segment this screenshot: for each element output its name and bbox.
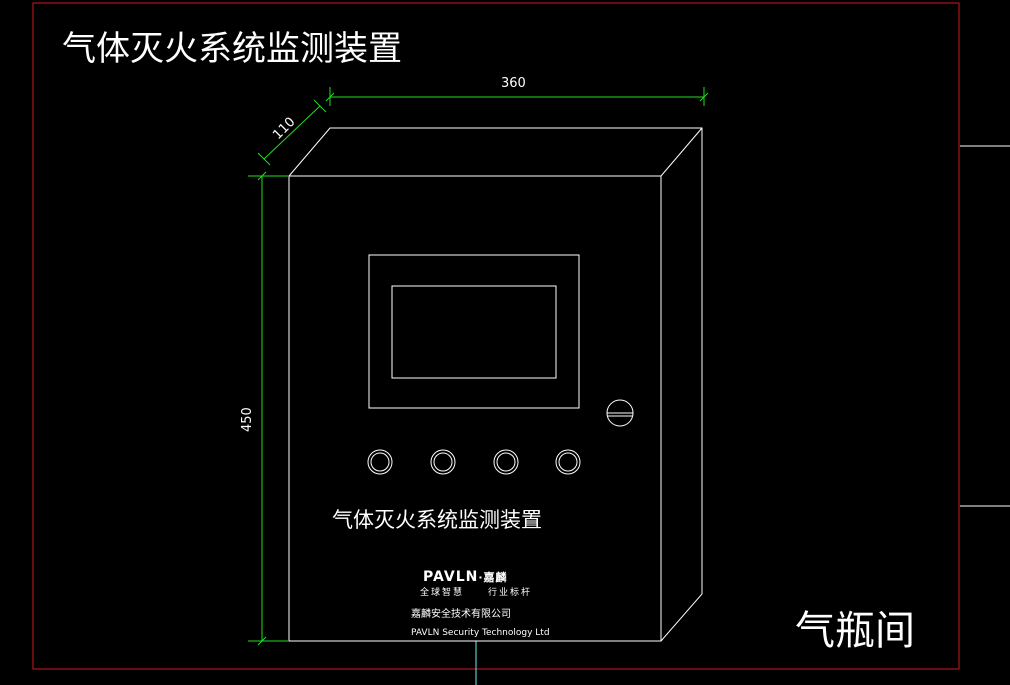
dimension-depth (257, 99, 327, 166)
dimension-depth-label: 110 (270, 115, 298, 143)
panel-button-4[interactable] (555, 449, 581, 475)
cabinet-outline (288, 127, 703, 642)
brand-slogan-right: 行业标杆 (488, 586, 532, 598)
key-lock-icon (606, 399, 634, 427)
dimension-height (248, 171, 288, 646)
display-bezel (368, 254, 580, 409)
company-name-cn: 嘉麟安全技术有限公司 (411, 607, 511, 620)
panel-button-3[interactable] (493, 449, 519, 475)
drawing-title: 气体灭火系统监测装置 (62, 29, 402, 69)
dimension-height-label: 450 (240, 407, 255, 432)
brand-slogan-left: 全球智慧 (420, 586, 464, 598)
dimension-width (325, 87, 709, 106)
display-screen (391, 285, 557, 379)
room-label: 气瓶间 (795, 608, 915, 654)
panel-label: 气体灭火系统监测装置 (332, 508, 542, 532)
drawing-frame (32, 2, 960, 670)
brand-logo: PAVLN·嘉麟 (423, 569, 508, 585)
panel-button-2[interactable] (430, 449, 456, 475)
panel-buttons (367, 449, 581, 475)
panel-button-1[interactable] (367, 449, 393, 475)
dimension-width-label: 360 (501, 76, 526, 91)
company-name-en: PAVLN Security Technology Ltd (411, 628, 550, 638)
